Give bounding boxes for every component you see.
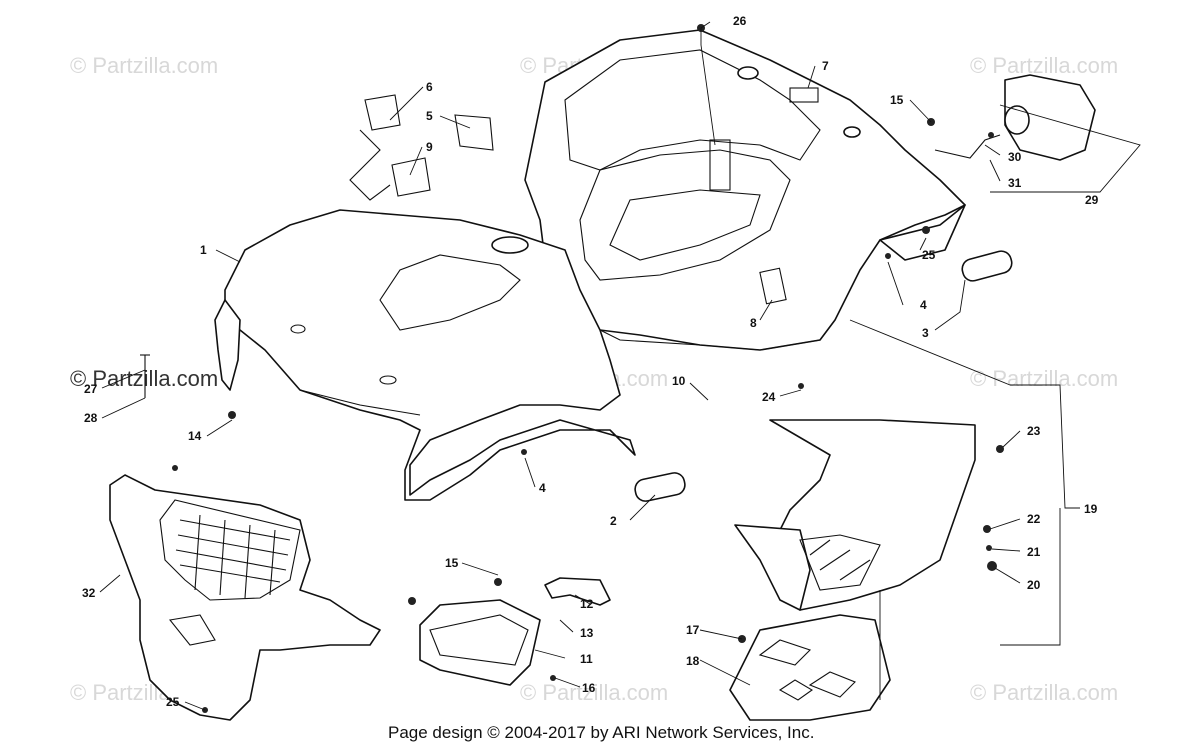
callout-1: 1: [200, 243, 207, 257]
watermark: © Partzilla.com: [970, 680, 1118, 705]
callout-2: 2: [610, 514, 617, 528]
callout-29: 29: [1085, 193, 1099, 207]
rear-fender-part: [524, 29, 966, 351]
grille-mesh: [175, 514, 291, 599]
callout-15: 15: [890, 93, 904, 107]
callout-18: 18: [686, 654, 700, 668]
callout-4b: 4: [539, 481, 546, 495]
callout-7: 7: [822, 59, 829, 73]
watermark: © Partzilla.com: [70, 53, 218, 78]
callout-8: 8: [750, 316, 757, 330]
front-grille-part: [109, 474, 381, 721]
headlight-part: [419, 577, 611, 686]
skid-plate-part: [729, 614, 891, 721]
watermark: © Partzilla.com: [520, 680, 668, 705]
callout-15b: 15: [445, 556, 459, 570]
footer-copyright: Page design © 2004-2017 by ARI Network S…: [388, 723, 814, 742]
rear-headlight-part: [934, 74, 1141, 193]
callout-27: 27: [84, 382, 98, 396]
callout-31: 31: [1008, 176, 1022, 190]
leader-lines: [99, 21, 1080, 711]
callout-28: 28: [84, 411, 98, 425]
callout-11: 11: [580, 652, 593, 666]
front-fender-part: [214, 209, 636, 501]
callout-labels: 26 7 15 30 31 29 6 5 9 1 25 4 8 3 27 28 …: [82, 14, 1099, 709]
callout-6: 6: [426, 80, 433, 94]
decal-parts: [349, 94, 494, 201]
watermark: © Partzilla.com: [970, 366, 1118, 391]
callout-9: 9: [426, 140, 433, 154]
callout-16: 16: [582, 681, 596, 695]
callout-4: 4: [920, 298, 927, 312]
callout-30: 30: [1008, 150, 1022, 164]
callout-25: 25: [922, 248, 936, 262]
callout-19: 19: [1084, 502, 1098, 516]
callout-26: 26: [733, 14, 747, 28]
callout-24: 24: [762, 390, 776, 404]
footwell-part: [734, 419, 976, 611]
watermark: © Partzilla.com: [970, 53, 1118, 78]
callout-14: 14: [188, 429, 202, 443]
reflector-parts: [634, 250, 1013, 502]
callout-5: 5: [426, 109, 433, 123]
callout-12: 12: [580, 597, 594, 611]
callout-22: 22: [1027, 512, 1041, 526]
callout-20: 20: [1027, 578, 1041, 592]
callout-21: 21: [1027, 545, 1041, 559]
callout-25b: 25: [166, 695, 180, 709]
callout-13: 13: [580, 626, 594, 640]
callout-32: 32: [82, 586, 96, 600]
callout-17: 17: [686, 623, 700, 637]
callout-3: 3: [922, 326, 929, 340]
callout-10: 10: [672, 374, 686, 388]
callout-23: 23: [1027, 424, 1041, 438]
